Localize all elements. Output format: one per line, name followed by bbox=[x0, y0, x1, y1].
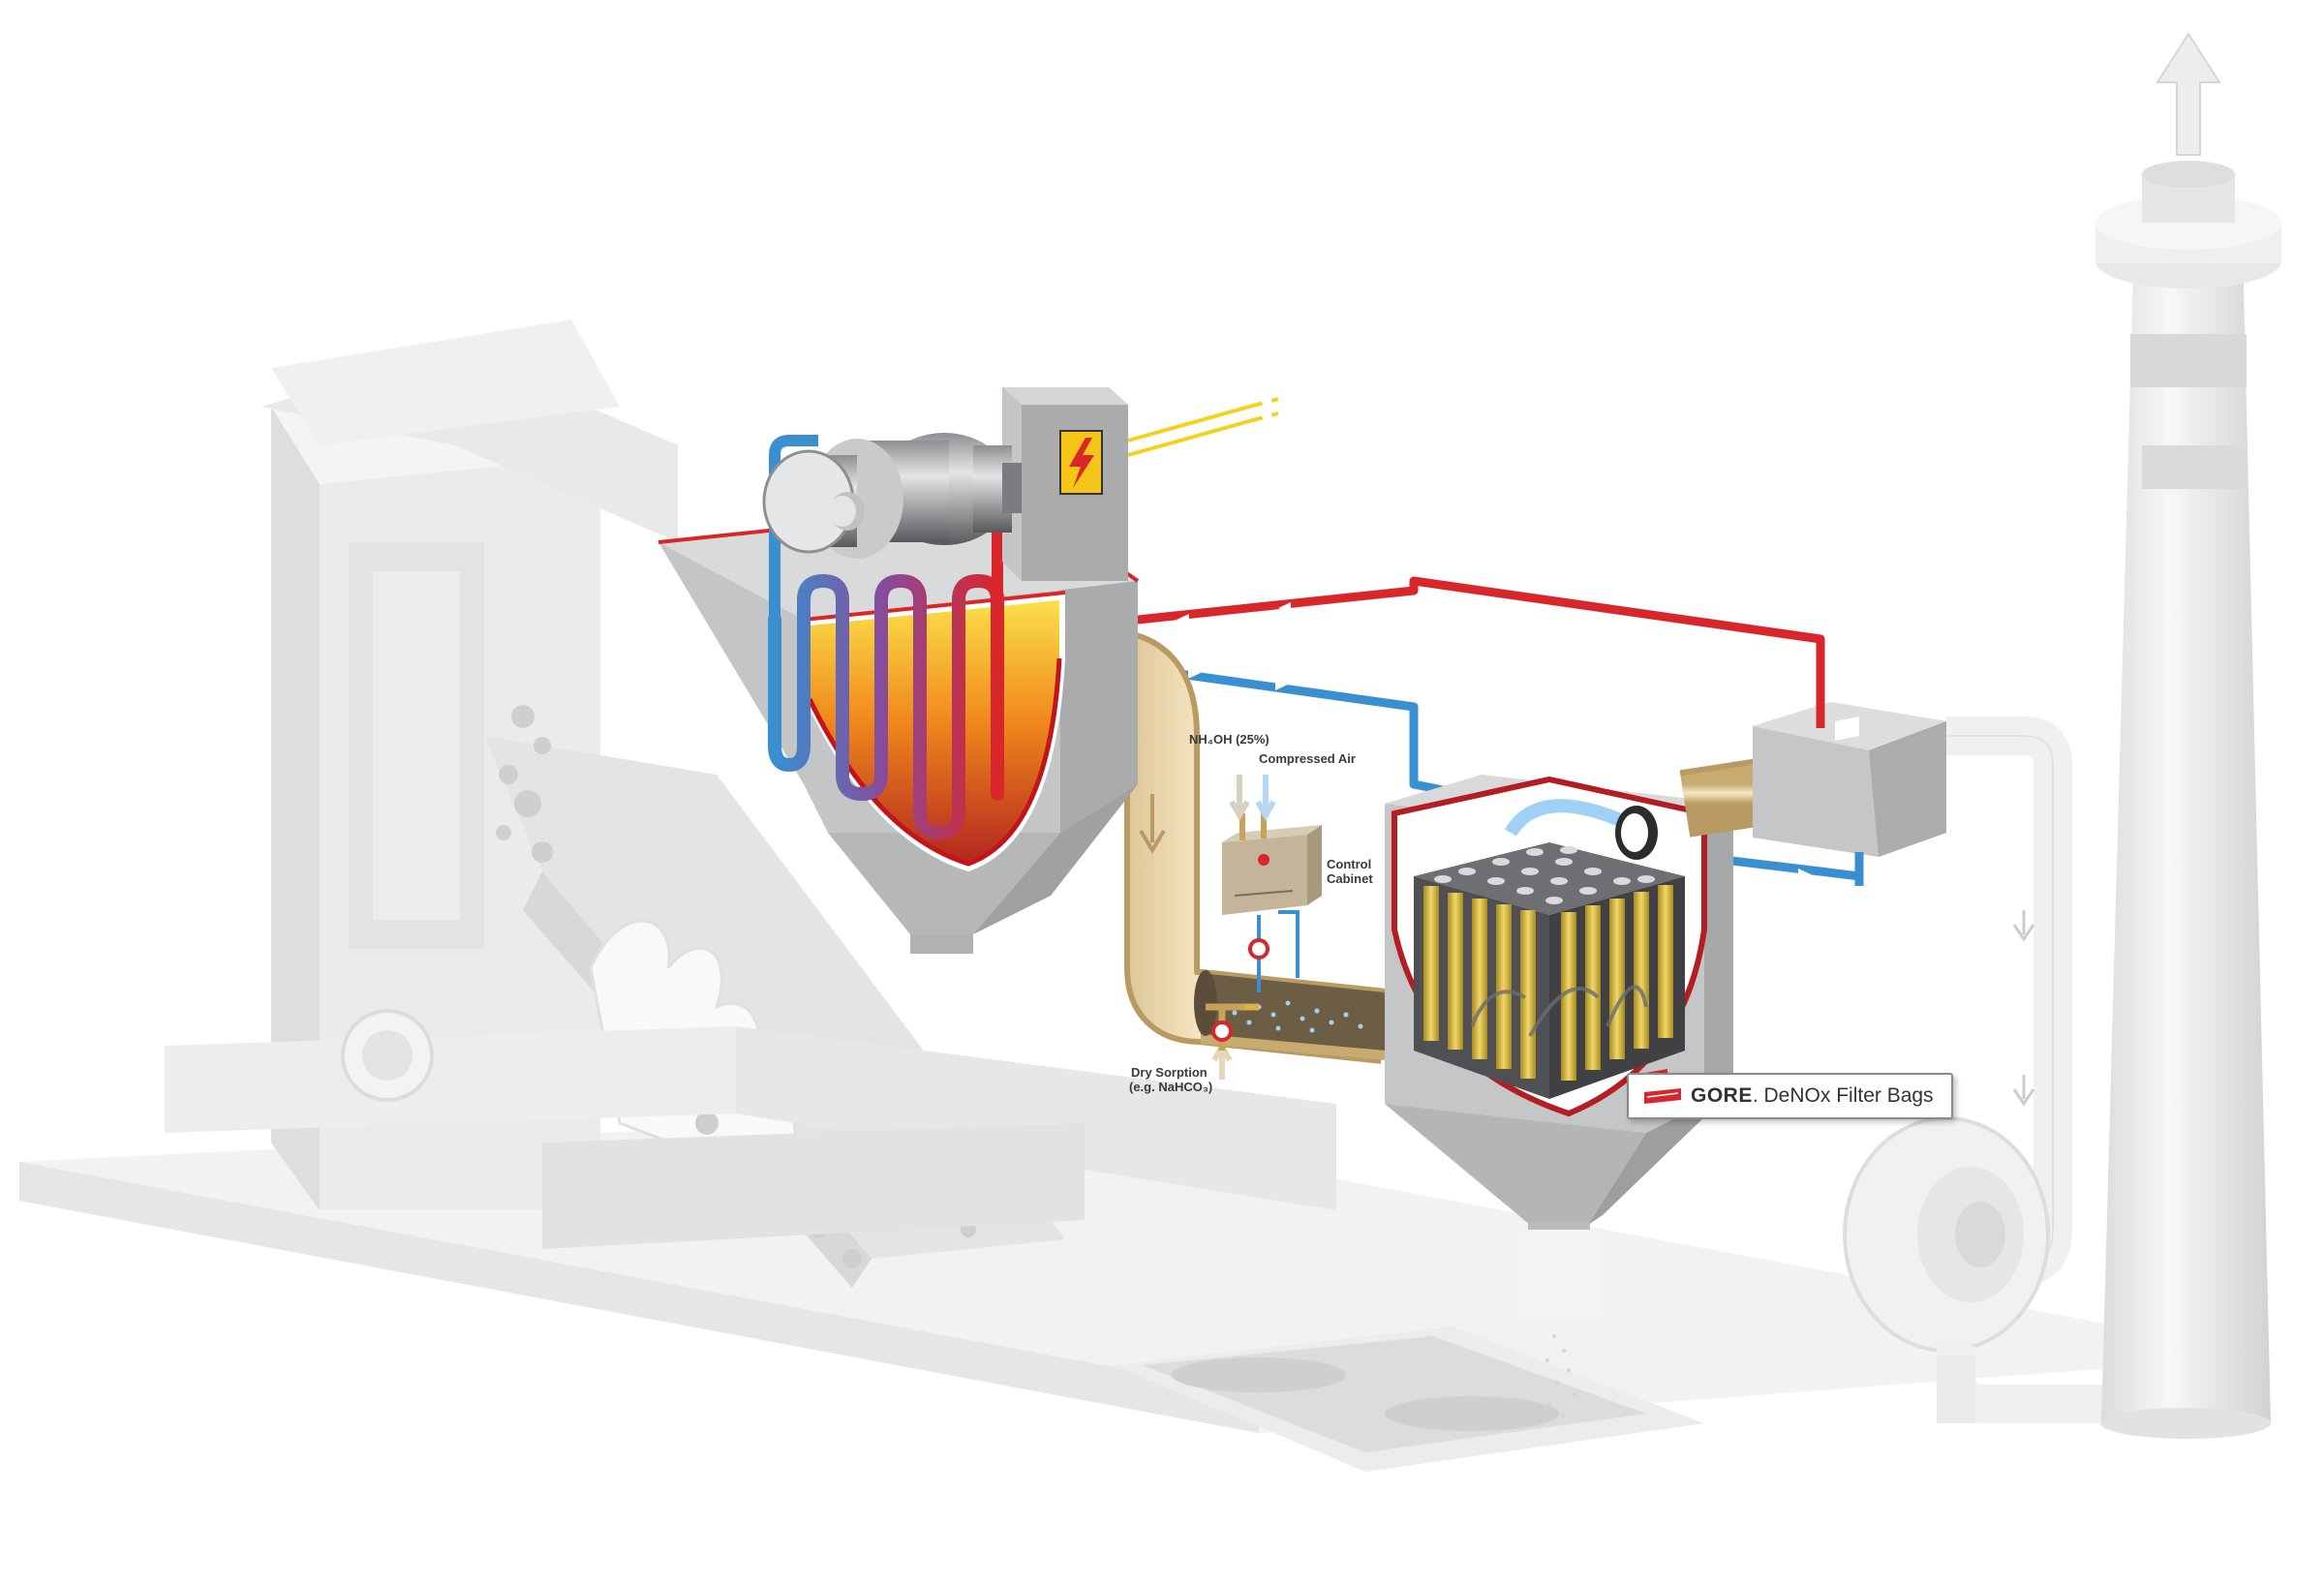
control-cabinet-label-line2: Cabinet bbox=[1327, 872, 1373, 886]
gore-brand-icon bbox=[1644, 1088, 1681, 1104]
signal-lines bbox=[1128, 399, 1278, 455]
filter-bags-dot: . bbox=[1753, 1084, 1764, 1107]
dry-sorption-label-line1: Dry Sorption bbox=[1131, 1066, 1208, 1080]
compressed-air-label: Compressed Air bbox=[1259, 752, 1356, 766]
filter-bags-label: DeNOx Filter Bags bbox=[1764, 1084, 1934, 1107]
dry-sorption-label-line2: (e.g. NaHCO₃) bbox=[1129, 1081, 1212, 1094]
filter-bags-brand: GORE bbox=[1691, 1084, 1753, 1107]
filter-bags-callout: GORE. DeNOx Filter Bags bbox=[1627, 1073, 1953, 1119]
control-cabinet-label-line1: Control bbox=[1327, 858, 1371, 871]
ammonia-label: NH₄OH (25%) bbox=[1189, 733, 1269, 747]
flue-gas-cooler bbox=[1753, 702, 1946, 857]
control-cabinet bbox=[1222, 813, 1322, 992]
